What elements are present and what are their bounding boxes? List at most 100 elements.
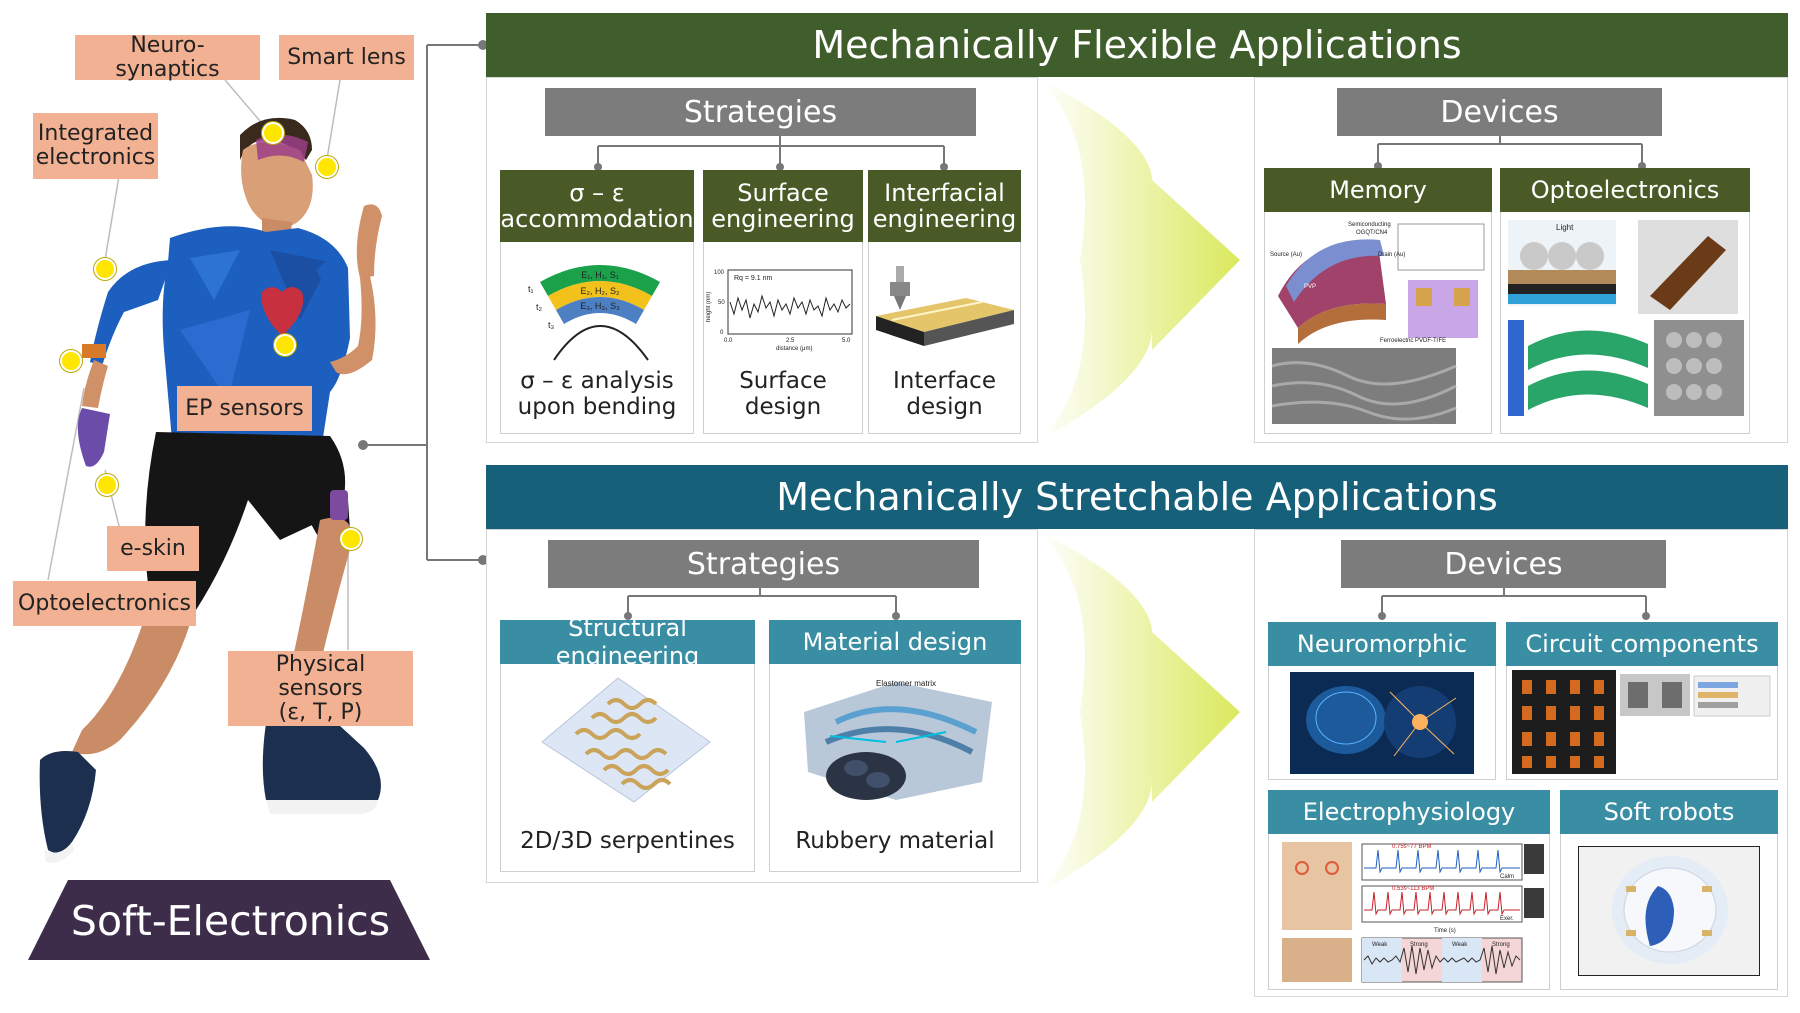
sensor-dot — [96, 474, 118, 496]
caption-line2: design — [744, 394, 822, 420]
flexible-strategies-header: Strategies — [545, 88, 976, 136]
stretchable-strategies-tree — [624, 588, 900, 620]
emg-weak2: Weak — [1452, 942, 1468, 948]
bending-layers-figure: E₁, H₁, S₁ E₂, H₂, S₂ E₃, H₃, S₃ t₁ t₂ t… — [528, 265, 660, 361]
optoelectronics-figure: Light — [1508, 220, 1744, 416]
surface-profile-figure: Rq = 9.1 nm 100 50 0 0.0 2.5 5.0 distanc… — [706, 269, 853, 352]
device-head-circuit: Circuit components — [1506, 622, 1778, 666]
emg-weak1: Weak — [1372, 942, 1388, 948]
interface-figure — [876, 266, 1014, 346]
strategy-head-surface: Surface engineering — [703, 170, 863, 242]
label-neuro-synaptics: Neuro-synaptics — [75, 33, 260, 81]
ecg-calm: Calm — [1500, 874, 1514, 880]
strategy-caption-surface: Surface design — [703, 368, 863, 420]
strategy-head-line1: Interfacial — [884, 179, 1005, 207]
flexible-banner: Mechanically Flexible Applications — [486, 13, 1788, 77]
stretchable-banner: Mechanically Stretchable Applications — [486, 465, 1788, 529]
surface-rq: Rq = 9.1 nm — [734, 275, 772, 282]
layer-label-2: E₂, H₂, S₂ — [581, 286, 620, 296]
layer-label-1: E₁, H₁, S₁ — [581, 270, 619, 280]
flexible-arrow — [1040, 80, 1240, 440]
sensor-dot — [274, 334, 296, 356]
strategy-caption-stress-strain: σ – ε analysis upon bending — [500, 368, 694, 420]
label-integrated-line1: Integrated — [37, 121, 154, 146]
label-ep-sensors: EP sensors — [177, 386, 312, 431]
stretchable-strategies-header: Strategies — [548, 540, 979, 588]
serpentine-figure — [541, 677, 711, 803]
circuit-figure — [1512, 670, 1771, 774]
memory-source-label: Source (Au) — [1270, 252, 1302, 258]
emg-strong1: Strong — [1410, 942, 1428, 948]
opto-light-label: Light — [1556, 223, 1574, 232]
surface-y50: 50 — [718, 300, 725, 306]
sensor-dot — [94, 258, 116, 280]
elastomer-label: Elastomer matrix — [876, 679, 936, 688]
strategy-head-structural: Structural engineering — [500, 614, 755, 670]
rubbery-material-figure: Elastomer matrix — [804, 679, 992, 800]
strategy-head-line2: engineering — [872, 205, 1017, 233]
label-integrated-line2: electronics — [35, 145, 156, 170]
strategy-head-stress-strain: σ – ε accommodation — [500, 170, 694, 242]
footer-trapezoid — [28, 880, 430, 960]
emg-strong2: Strong — [1492, 942, 1510, 948]
memory-device-figure: Semiconducting OGQT/CN4 Source (Au) Drai… — [1270, 222, 1485, 424]
device-head-soft-robots: Soft robots — [1560, 790, 1778, 834]
caption-line2: upon bending — [517, 394, 677, 420]
surface-xlabel: distance (μm) — [776, 346, 812, 352]
ecg-time: Time (s) — [1434, 928, 1456, 934]
flexible-devices-header: Devices — [1337, 88, 1662, 136]
stretchable-arrow — [1040, 532, 1240, 892]
thickness-t2: t₂ — [536, 302, 543, 312]
strategy-head-line1: Surface — [737, 179, 829, 207]
sensor-dot — [60, 350, 82, 372]
strategy-caption-material: Rubbery material — [795, 828, 995, 854]
strategy-head-material: Material design — [769, 620, 1021, 664]
ecg-bpm1: 0.75s~77 BPM — [1392, 844, 1432, 850]
bracket-connector — [358, 40, 488, 565]
surface-x0: 0.0 — [724, 338, 733, 344]
memory-semi-label2: OGQT/CN4 — [1356, 230, 1388, 236]
device-head-optoelectronics: Optoelectronics — [1500, 168, 1750, 212]
ecg-bpm2: 0.53s~113 BPM — [1392, 886, 1434, 892]
memory-ferro-label: Ferroelectric PVDF-TrFE — [1380, 338, 1446, 344]
surface-y0: 0 — [720, 330, 724, 336]
sensor-dot — [340, 528, 362, 550]
label-smart-lens: Smart lens — [279, 35, 414, 80]
label-optoelectronics: Optoelectronics — [13, 581, 196, 626]
label-e-skin: e-skin — [107, 526, 199, 571]
stretchable-devices-tree — [1378, 588, 1650, 620]
layer-label-3: E₃, H₃, S₃ — [580, 301, 620, 311]
surface-ylabel: height (nm) — [706, 292, 712, 322]
device-head-memory: Memory — [1264, 168, 1492, 212]
soft-robot-figure — [1578, 846, 1760, 976]
strategy-head-line2: engineering — [711, 205, 855, 233]
flexible-strategies-tree — [594, 136, 948, 171]
strategy-head-line1: σ – ε — [569, 179, 625, 207]
device-head-neuromorphic: Neuromorphic — [1268, 622, 1496, 666]
thickness-t1: t₁ — [528, 284, 534, 294]
strategy-caption-interfacial: Interface design — [868, 368, 1021, 420]
surface-y100: 100 — [714, 270, 725, 276]
memory-pvp-label: PVP — [1304, 284, 1316, 290]
label-integrated-electronics: Integrated electronics — [33, 113, 158, 179]
surface-x25: 2.5 — [786, 338, 795, 344]
caption-line1: σ – ε analysis — [520, 368, 674, 394]
runner-figure — [39, 79, 382, 863]
strategy-caption-structural: 2D/3D serpentines — [520, 828, 735, 854]
device-head-electrophysiology: Electrophysiology — [1268, 790, 1550, 834]
ecg-exer: Exer. — [1500, 916, 1514, 922]
memory-drain-label: Drain (Au) — [1378, 252, 1405, 258]
electrophysiology-figure: 0.75s~77 BPM 0.53s~113 BPM Calm Exer. Ti… — [1282, 842, 1544, 983]
sensor-dot — [316, 156, 338, 178]
surface-x50: 5.0 — [842, 338, 851, 344]
label-physical-sensors: Physical sensors (ε, T, P) — [228, 651, 413, 726]
stretchable-devices-header: Devices — [1341, 540, 1666, 588]
caption-line2: design — [906, 394, 983, 420]
strategy-head-interfacial: Interfacial engineering — [868, 170, 1021, 242]
flexible-devices-tree — [1374, 136, 1646, 170]
memory-semi-label: Semiconducting — [1348, 222, 1391, 228]
sensor-dot — [262, 122, 284, 144]
label-physical-line1: Physical sensors — [275, 651, 366, 701]
neuromorphic-figure — [1290, 672, 1474, 774]
caption-line1: Interface — [893, 368, 996, 394]
